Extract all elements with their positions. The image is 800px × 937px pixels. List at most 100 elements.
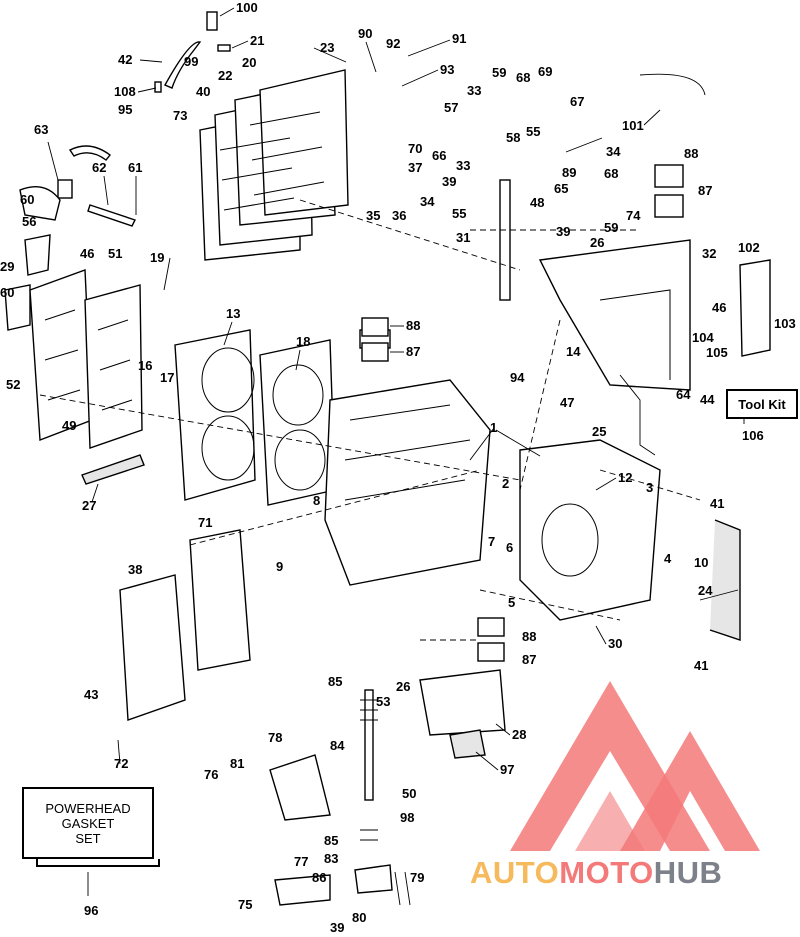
callout-85-bottom: 85	[324, 833, 338, 848]
callout-56: 56	[22, 214, 36, 229]
callout-33-top: 33	[467, 83, 481, 98]
callout-92: 92	[386, 36, 400, 51]
callout-9: 9	[276, 559, 283, 574]
callout-68-mid: 68	[604, 166, 618, 181]
callout-66: 66	[432, 148, 446, 163]
watermark-text: AUTOMOTOHUB	[470, 855, 722, 891]
callout-55-top: 55	[526, 124, 540, 139]
callout-25: 25	[592, 424, 606, 439]
callout-87-bottom: 87	[522, 652, 536, 667]
callout-44: 44	[700, 392, 715, 407]
callout-21: 21	[250, 33, 264, 48]
callout-71: 71	[198, 515, 212, 530]
callout-87-top: 87	[698, 183, 712, 198]
callout-39-bottom: 39	[330, 920, 344, 935]
callout-95: 95	[118, 102, 132, 117]
callout-50: 50	[402, 786, 416, 801]
callout-77: 77	[294, 854, 308, 869]
callout-68-top: 68	[516, 70, 530, 85]
callout-103: 103	[774, 316, 796, 331]
callout-100: 100	[236, 0, 258, 15]
callout-105: 105	[706, 345, 728, 360]
callout-26-bottom: 26	[396, 679, 410, 694]
callout-5: 5	[508, 595, 515, 610]
callout-63: 63	[34, 122, 48, 137]
callout-58: 58	[506, 130, 520, 145]
callout-64: 64	[676, 387, 691, 402]
callout-102: 102	[738, 240, 760, 255]
callout-70: 70	[408, 141, 422, 156]
callout-72: 72	[114, 756, 128, 771]
callout-30: 30	[608, 636, 622, 651]
callout-37: 37	[408, 160, 422, 175]
callout-55-mid: 55	[452, 206, 466, 221]
watermark-text-auto: AUTO	[470, 855, 560, 890]
callout-69: 69	[538, 64, 552, 79]
callout-38: 38	[128, 562, 142, 577]
callout-59-mid: 59	[604, 220, 618, 235]
callout-42: 42	[118, 52, 132, 67]
callout-18: 18	[296, 334, 310, 349]
callout-75: 75	[238, 897, 252, 912]
callout-59-top: 59	[492, 65, 506, 80]
callout-47: 47	[560, 395, 574, 410]
callout-108: 108	[114, 84, 136, 99]
callout-90: 90	[358, 26, 372, 41]
callout-99: 99	[184, 54, 198, 69]
callout-101: 101	[622, 118, 644, 133]
callout-78: 78	[268, 730, 282, 745]
leader-lines	[47, 7, 745, 896]
callout-85-top: 85	[328, 674, 342, 689]
tool-kit-box: Tool Kit	[726, 389, 798, 419]
callout-79: 79	[410, 870, 424, 885]
watermark-text-hub: HUB	[653, 855, 723, 890]
gasket-set-box: POWERHEAD GASKET SET	[22, 787, 154, 859]
callout-6: 6	[506, 540, 513, 555]
callout-57: 57	[444, 100, 458, 115]
callout-88-bottom: 88	[522, 629, 536, 644]
gasket-set-line-1: POWERHEAD	[45, 801, 131, 816]
callout-31: 31	[456, 230, 470, 245]
callout-41-top: 41	[710, 496, 724, 511]
callout-1: 1	[490, 420, 497, 435]
callout-28: 28	[512, 727, 526, 742]
callout-62: 62	[92, 160, 106, 175]
callout-65: 65	[554, 181, 568, 196]
gasket-set-box-shadow	[36, 859, 160, 867]
callout-46-left: 46	[80, 246, 94, 261]
gasket-set-line-3: SET	[75, 831, 101, 846]
callout-74: 74	[626, 208, 641, 223]
callout-34-mid: 34	[420, 194, 435, 209]
callout-2: 2	[502, 476, 509, 491]
tool-kit-label: Tool Kit	[738, 396, 786, 412]
callout-34-top: 34	[606, 144, 621, 159]
callout-88-mid: 88	[406, 318, 420, 333]
callout-24: 24	[698, 583, 713, 598]
callout-26-top: 26	[590, 235, 604, 250]
callout-94: 94	[510, 370, 525, 385]
callout-27: 27	[82, 498, 96, 513]
callout-81: 81	[230, 756, 244, 771]
callout-16: 16	[138, 358, 152, 373]
callout-87-mid: 87	[406, 344, 420, 359]
callout-93: 93	[440, 62, 454, 77]
callout-13: 13	[226, 306, 240, 321]
callout-51: 51	[108, 246, 122, 261]
callout-10: 10	[694, 555, 708, 570]
callout-49: 49	[62, 418, 76, 433]
callout-22: 22	[218, 68, 232, 83]
callout-36: 36	[392, 208, 406, 223]
callout-98: 98	[400, 810, 414, 825]
callout-84: 84	[330, 738, 345, 753]
callout-4: 4	[664, 551, 672, 566]
callout-35: 35	[366, 208, 380, 223]
callout-83: 83	[324, 851, 338, 866]
callout-53: 53	[376, 694, 390, 709]
callout-41-bottom: 41	[694, 658, 708, 673]
callout-76: 76	[204, 767, 218, 782]
callout-43: 43	[84, 687, 98, 702]
callout-23: 23	[320, 40, 334, 55]
